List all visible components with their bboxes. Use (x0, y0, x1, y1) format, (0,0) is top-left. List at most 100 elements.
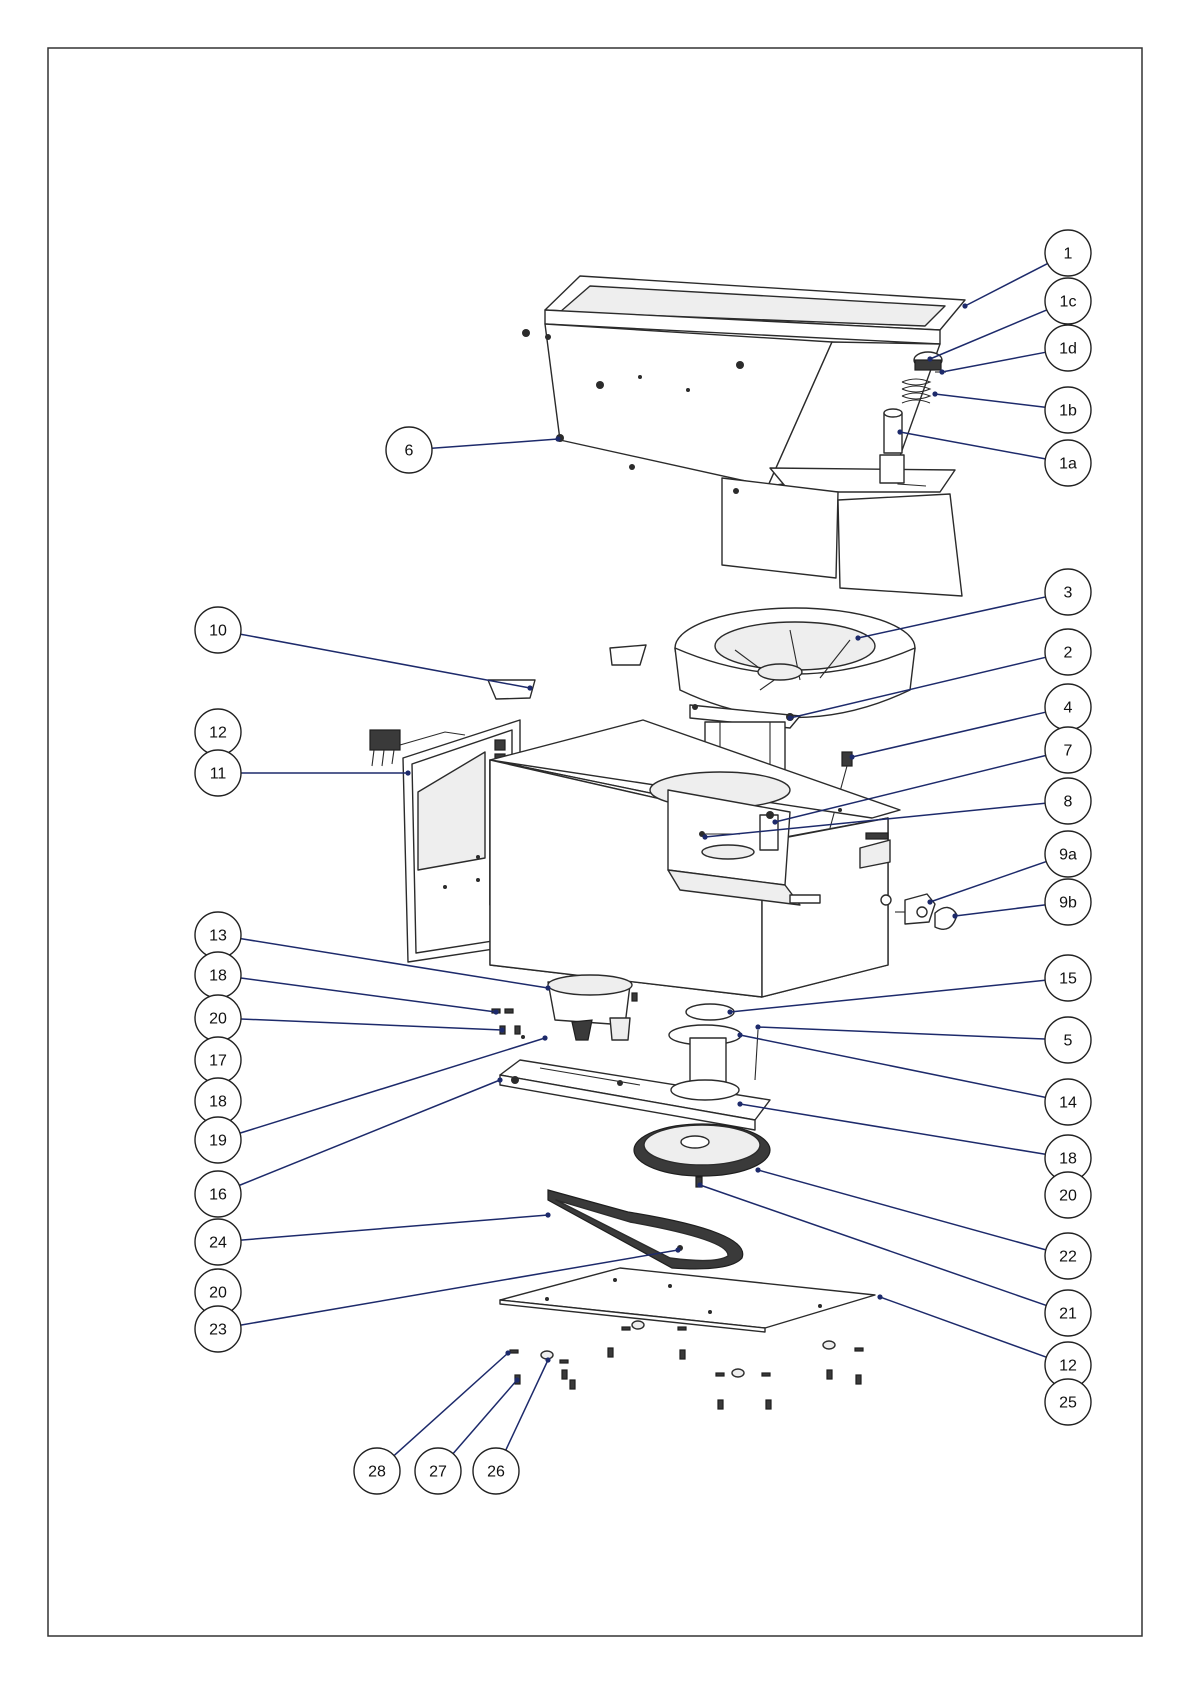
leader-tip-8 (702, 834, 707, 839)
callout-label: 7 (1064, 743, 1073, 760)
callout-label: 20 (209, 1011, 227, 1028)
callout-label: 3 (1064, 585, 1073, 602)
leader-line-9b (955, 905, 1045, 916)
callout-label: 1 (1064, 246, 1073, 263)
callout-balloon-17: 17 (195, 1037, 241, 1083)
callout-balloon-10: 10 (195, 607, 241, 653)
callout-label: 1a (1059, 456, 1077, 473)
callout-balloon-1c: 1c (1045, 278, 1091, 324)
leader-tip-18 (737, 1101, 742, 1106)
leader-line-4 (852, 712, 1046, 757)
gear-wheel-part (634, 1124, 770, 1187)
callout-balloon-5: 5 (1045, 1017, 1091, 1063)
callout-balloon-25: 25 (1045, 1379, 1091, 1425)
callout-label: 22 (1059, 1249, 1077, 1266)
callout-balloon-4: 4 (1045, 684, 1091, 730)
callout-balloon-3: 3 (1045, 569, 1091, 615)
leader-tip-22 (755, 1167, 760, 1172)
leader-tip-21 (697, 1182, 702, 1187)
leader-line-1b (935, 394, 1045, 407)
leader-line-6 (432, 439, 558, 448)
leader-tip-4 (849, 754, 854, 759)
callout-balloon-2: 2 (1045, 629, 1091, 675)
callout-balloon-24: 24 (195, 1219, 241, 1265)
leader-tip-1c (927, 356, 932, 361)
leader-line-24 (241, 1215, 548, 1240)
leader-tip-28 (505, 1350, 510, 1355)
leader-tip-2 (787, 715, 792, 720)
leader-line-3 (858, 597, 1046, 638)
callout-balloon-20: 20 (195, 995, 241, 1041)
leader-tip-15 (727, 1009, 732, 1014)
callout-balloon-22: 22 (1045, 1233, 1091, 1279)
leader-line-18 (740, 1104, 1045, 1154)
callout-label: 16 (209, 1187, 227, 1204)
callout-balloon-18: 18 (195, 952, 241, 998)
leader-line-20 (241, 1019, 502, 1030)
callout-balloon-23: 23 (195, 1306, 241, 1352)
leader-line-14 (740, 1035, 1045, 1097)
leader-tip-7 (772, 819, 777, 824)
callout-balloon-8: 8 (1045, 778, 1091, 824)
main-body-part (490, 720, 900, 997)
leader-line-1d (942, 352, 1045, 372)
belt-part (548, 1190, 743, 1269)
callout-balloon-16: 16 (195, 1171, 241, 1217)
callout-balloon-6: 6 (386, 427, 432, 473)
leader-tip-9b (952, 913, 957, 918)
callout-label: 4 (1064, 700, 1073, 717)
leader-line-18 (241, 978, 496, 1012)
callout-label: 19 (209, 1133, 227, 1150)
callout-label: 2 (1064, 645, 1073, 662)
callout-label: 9b (1059, 895, 1077, 912)
leader-tip-16 (497, 1077, 502, 1082)
callout-label: 21 (1059, 1306, 1077, 1323)
leader-tip-19 (542, 1035, 547, 1040)
callout-label: 27 (429, 1464, 447, 1481)
callout-label: 23 (209, 1322, 227, 1339)
callout-balloon-1b: 1b (1045, 387, 1091, 433)
leader-line-12 (880, 1297, 1046, 1357)
callout-label: 1c (1060, 294, 1077, 311)
base-plate-part (500, 1268, 875, 1332)
callout-balloon-1a: 1a (1045, 440, 1091, 486)
callout-label: 17 (209, 1053, 227, 1070)
callout-label: 28 (368, 1464, 386, 1481)
callout-balloon-11: 11 (195, 750, 241, 796)
callout-balloon-7: 7 (1045, 727, 1091, 773)
feet-and-screws (510, 1321, 863, 1409)
leader-line-28 (394, 1353, 508, 1456)
callout-balloon-9b: 9b (1045, 879, 1091, 925)
callout-label: 5 (1064, 1033, 1073, 1050)
leader-tip-18 (493, 1009, 498, 1014)
callout-balloon-13: 13 (195, 912, 241, 958)
callout-label: 12 (209, 725, 227, 742)
leader-tip-13 (545, 985, 550, 990)
callout-balloon-28: 28 (354, 1448, 400, 1494)
leader-line-10 (241, 634, 530, 688)
callout-label: 9a (1059, 847, 1077, 864)
leader-line-19 (240, 1038, 545, 1133)
leader-line-1a (900, 432, 1045, 459)
leader-line-1 (965, 264, 1048, 306)
leader-tip-3 (855, 635, 860, 640)
callout-label: 11 (210, 766, 227, 783)
leader-tip-5 (755, 1024, 760, 1029)
bracket-parts (488, 645, 646, 699)
leader-tip-1d (939, 369, 944, 374)
callout-balloon-27: 27 (415, 1448, 461, 1494)
callout-label: 18 (209, 968, 227, 985)
callout-label: 20 (209, 1285, 227, 1302)
callout-label: 14 (1059, 1095, 1077, 1112)
callout-balloon-12: 12 (195, 709, 241, 755)
callout-balloon-19: 19 (195, 1117, 241, 1163)
callout-label: 1b (1059, 403, 1077, 420)
leader-line-16 (239, 1080, 500, 1185)
leader-tip-27 (514, 1377, 519, 1382)
callout-label: 13 (209, 928, 227, 945)
callout-label: 15 (1059, 971, 1077, 988)
callout-balloon-15: 15 (1045, 955, 1091, 1001)
callout-label: 25 (1059, 1395, 1077, 1412)
leader-tip-24 (545, 1212, 550, 1217)
callout-balloon-1: 1 (1045, 230, 1091, 276)
